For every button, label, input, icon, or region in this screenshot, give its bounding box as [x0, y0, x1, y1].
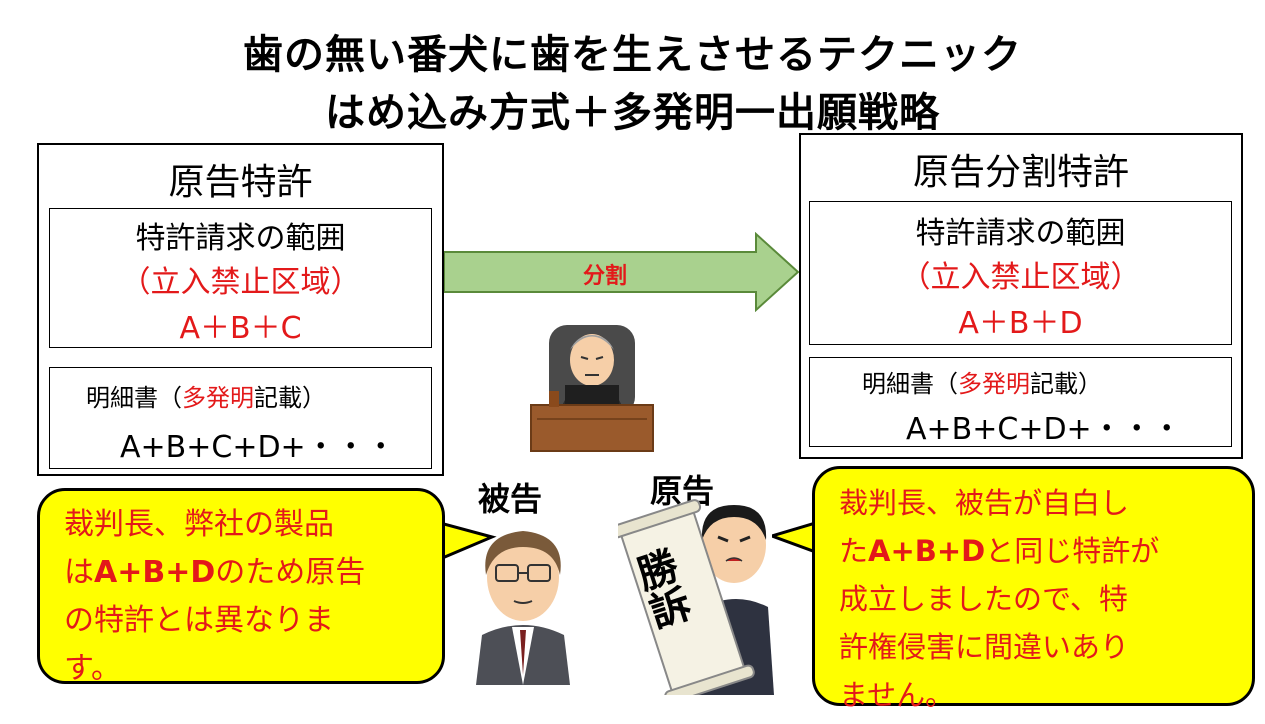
defendant-speech-line-1: 裁判長、弊社の製品: [64, 507, 334, 542]
original-spec-formula: A+B+C+D+・・・: [120, 430, 396, 465]
divisional-arrow: [444, 232, 800, 312]
defendant-speech-bubble: 裁判長、弊社の製品 はA+B+Dのため原告 の特許とは異なりま す。: [37, 488, 445, 686]
spec-label-pre: 明細書（: [86, 384, 182, 412]
original-spec-label: 明細書（多発明記載）: [86, 378, 326, 413]
plaintiff-speech-line-4: 許権侵害に間違いあり: [839, 630, 1130, 664]
speech-highlight: A+B+D: [868, 534, 986, 568]
speech-fragment: は: [64, 555, 94, 590]
speech-highlight: A+B+D: [94, 555, 216, 590]
spec-label-red: 多発明: [958, 370, 1030, 398]
plaintiff-speech-line-2: たA+B+Dと同じ特許が: [839, 527, 1228, 575]
defendant-illustration: [476, 531, 570, 685]
spec-label-post: 記載）: [1030, 370, 1102, 398]
title-line-2: はめ込み方式＋多発明一出願戦略: [325, 90, 940, 136]
original-patent-heading: 原告特許: [168, 162, 313, 203]
divisional-spec-label: 明細書（多発明記載）: [862, 364, 1102, 399]
defendant-speech-line-2: はA+B+Dのため原告: [64, 549, 418, 597]
spec-label-post: 記載）: [254, 384, 326, 412]
divisional-spec-formula: A+B+C+D+・・・: [906, 412, 1182, 447]
divisional-patent-box: 原告分割特許 特許請求の範囲 （立入禁止区域） A＋B＋D 明細書（多発明記載）…: [799, 133, 1243, 459]
plaintiff-speech-line-1: 裁判長、被告が自白し: [839, 486, 1130, 520]
spec-label-red: 多発明: [182, 384, 254, 412]
defendant-speech-line-4: す。: [64, 651, 121, 686]
plaintiff-speech-line-3: 成立しましたので、特: [839, 582, 1128, 616]
defendant-bubble-tail: [440, 521, 497, 561]
title-line-1: 歯の無い番犬に歯を生えさせるテクニック: [243, 32, 1022, 78]
speech-fragment: と同じ特許が: [985, 534, 1160, 568]
arrow-label: 分割: [583, 264, 628, 289]
divisional-patent-heading: 原告分割特許: [912, 152, 1129, 193]
defendant-label: 被告: [478, 480, 543, 518]
divisional-restricted-label: （立入禁止区域）: [900, 260, 1141, 295]
plaintiff-illustration: [618, 499, 774, 695]
original-patent-box: 原告特許 特許請求の範囲 （立入禁止区域） A＋B＋C 明細書（多発明記載） A…: [37, 143, 444, 476]
original-claims-formula: A＋B＋C: [179, 311, 302, 346]
speech-fragment: のため原告: [215, 555, 366, 590]
divisional-claims-label: 特許請求の範囲: [915, 216, 1126, 251]
original-claims-box: 特許請求の範囲 （立入禁止区域） A＋B＋C: [49, 208, 432, 348]
divisional-claims-box: 特許請求の範囲 （立入禁止区域） A＋B＋D: [809, 201, 1232, 345]
defendant-speech-line-3: の特許とは異なりま: [64, 603, 334, 638]
spec-label-pre: 明細書（: [862, 370, 958, 398]
original-claims-label: 特許請求の範囲: [135, 221, 346, 256]
plaintiff-speech-bubble: 裁判長、被告が自白し たA+B+Dと同じ特許が 成立しましたので、特 許権侵害に…: [812, 466, 1255, 712]
divisional-claims-formula: A＋B＋D: [958, 306, 1083, 341]
original-spec-box: 明細書（多発明記載） A+B+C+D+・・・: [49, 367, 432, 469]
plaintiff-speech-line-5: ません。: [839, 678, 955, 712]
speech-fragment: た: [839, 534, 869, 568]
divisional-spec-box: 明細書（多発明記載） A+B+C+D+・・・: [809, 357, 1232, 447]
judge-illustration: [530, 325, 654, 452]
original-restricted-label: （立入禁止区域）: [120, 265, 361, 300]
